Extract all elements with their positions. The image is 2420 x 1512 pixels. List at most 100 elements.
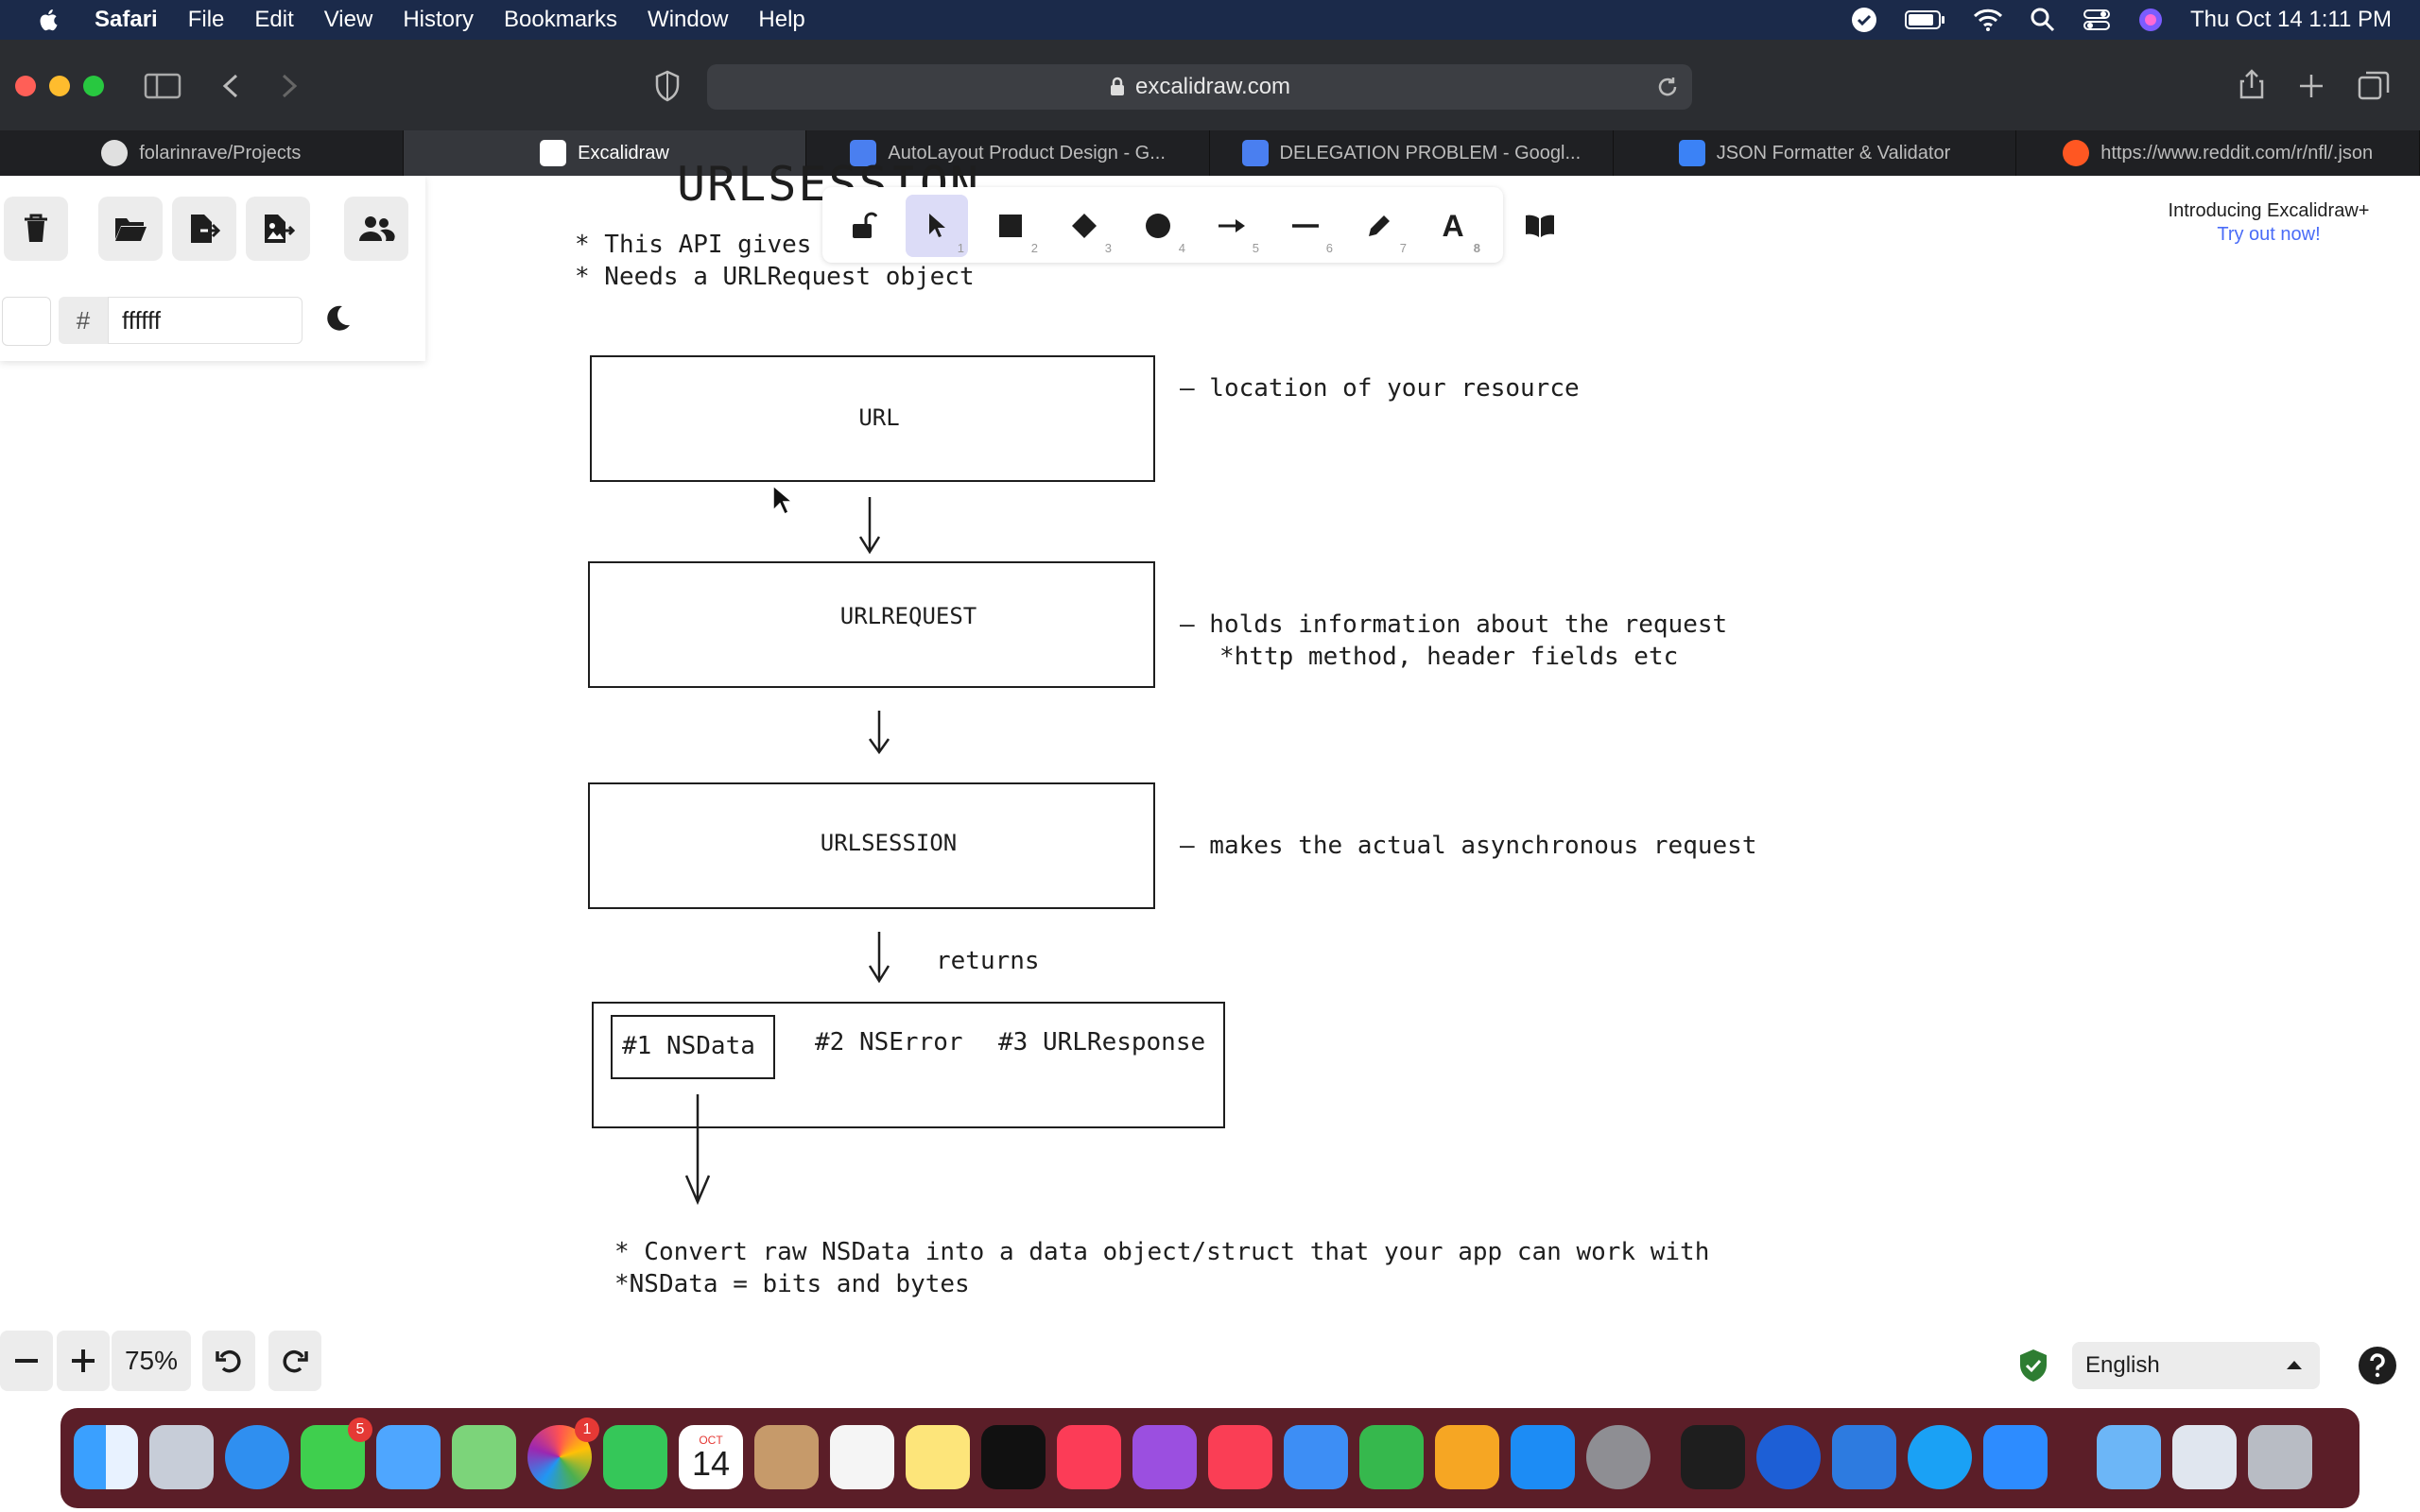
contacts-icon[interactable] (754, 1425, 819, 1489)
arrow-down-icon[interactable] (862, 709, 896, 756)
tool-draw[interactable]: 7 (1348, 195, 1410, 257)
tool-selection[interactable]: 1 (906, 195, 968, 257)
background-color-swatch[interactable] (2, 297, 51, 346)
reload-icon[interactable] (1656, 76, 1679, 98)
redo-button[interactable] (268, 1331, 321, 1391)
control-center-icon[interactable] (2083, 7, 2111, 33)
menu-help[interactable]: Help (758, 7, 805, 32)
calendar-icon[interactable]: OCT 14 (679, 1425, 743, 1489)
menu-history[interactable]: History (403, 7, 474, 32)
numbers-icon[interactable] (1359, 1425, 1424, 1489)
tab-excalidraw[interactable]: Excalidraw (403, 130, 807, 176)
siri-icon[interactable] (2137, 7, 2164, 33)
zoom-reset-button[interactable]: 75% (112, 1331, 191, 1391)
tab-github[interactable]: folarinrave/Projects (0, 130, 404, 176)
sidebar-toggle-icon[interactable] (144, 72, 182, 100)
window-close-button[interactable] (15, 76, 36, 96)
privacy-shield-icon[interactable] (654, 70, 681, 102)
news-icon[interactable] (1208, 1425, 1272, 1489)
tab-reddit[interactable]: https://www.reddit.com/r/nfl/.json (2016, 130, 2420, 176)
tab-json-formatter[interactable]: JSON Formatter & Validator (1614, 130, 2017, 176)
promo-link[interactable]: Try out now! (2217, 224, 2321, 245)
nsdata-box[interactable] (611, 1015, 775, 1079)
address-bar[interactable]: excalidraw.com (707, 64, 1692, 110)
apple-tv-icon[interactable] (981, 1425, 1046, 1489)
menu-window[interactable]: Window (648, 7, 729, 32)
urlsession-box[interactable] (588, 782, 1155, 909)
music-icon[interactable] (1057, 1425, 1121, 1489)
system-preferences-icon[interactable] (1586, 1425, 1651, 1489)
encryption-shield-icon[interactable] (2017, 1348, 2049, 1383)
urlrequest-box[interactable] (588, 561, 1155, 688)
tab-overview-icon[interactable] (2358, 70, 2390, 100)
facetime-icon[interactable] (603, 1425, 667, 1489)
pages-icon[interactable] (1435, 1425, 1499, 1489)
xcode-icon[interactable] (1832, 1425, 1896, 1489)
spotlight-search-icon[interactable] (2030, 7, 2056, 33)
zoom-out-button[interactable] (0, 1331, 53, 1391)
menu-app-name[interactable]: Safari (95, 7, 158, 32)
photos-icon[interactable]: 1 (527, 1418, 599, 1489)
menu-file[interactable]: File (187, 7, 225, 32)
skype-icon[interactable] (1908, 1425, 1972, 1489)
tool-rectangle[interactable]: 2 (979, 195, 1042, 257)
wifi-icon[interactable] (1973, 8, 2003, 32)
new-tab-icon[interactable] (2297, 72, 2325, 100)
results-box[interactable] (592, 1002, 1225, 1128)
safari-icon[interactable] (225, 1425, 289, 1489)
arrow-down-icon[interactable] (853, 495, 887, 556)
recent-document-icon[interactable] (2172, 1425, 2237, 1489)
reminders-icon[interactable] (830, 1425, 894, 1489)
menu-view[interactable]: View (323, 7, 373, 32)
back-arrow-icon[interactable] (219, 72, 242, 100)
notes-icon[interactable] (906, 1425, 970, 1489)
tool-library[interactable] (1509, 195, 1571, 257)
trash-can-icon[interactable] (2248, 1425, 2312, 1489)
launchpad-icon[interactable] (149, 1425, 214, 1489)
live-collaboration-button[interactable] (344, 197, 408, 261)
export-image-button[interactable] (246, 197, 310, 261)
clear-canvas-button[interactable] (4, 197, 68, 261)
forward-arrow-icon[interactable] (278, 72, 301, 100)
mail-icon[interactable] (376, 1425, 441, 1489)
menu-edit[interactable]: Edit (254, 7, 294, 32)
maps-icon[interactable] (452, 1425, 516, 1489)
help-icon[interactable] (2358, 1346, 2397, 1385)
keynote-icon[interactable] (1284, 1425, 1348, 1489)
apple-icon[interactable] (36, 7, 62, 33)
background-color-input[interactable]: ffffff (108, 297, 302, 344)
podcasts-icon[interactable] (1132, 1425, 1197, 1489)
tool-lock[interactable] (832, 195, 894, 257)
zoom-in-button[interactable] (57, 1331, 110, 1391)
terminal-icon[interactable] (1681, 1425, 1745, 1489)
task-check-icon[interactable] (1850, 6, 1878, 34)
tool-line[interactable]: 6 (1274, 195, 1337, 257)
share-icon[interactable] (2238, 68, 2265, 100)
tool-ellipse[interactable]: 4 (1127, 195, 1189, 257)
drawing-canvas[interactable] (0, 176, 2420, 1404)
menu-bookmarks[interactable]: Bookmarks (504, 7, 618, 32)
menu-clock[interactable]: Thu Oct 14 1:11 PM (2190, 7, 2392, 32)
zoom-app-icon[interactable] (1983, 1425, 2048, 1489)
downloads-folder-icon[interactable] (2097, 1425, 2161, 1489)
maps-pin-app-icon[interactable] (1756, 1425, 1821, 1489)
save-file-button[interactable] (172, 197, 236, 261)
messages-icon[interactable]: 5 (301, 1418, 372, 1489)
tab-autolayout-doc[interactable]: AutoLayout Product Design - G... (806, 130, 1211, 176)
url-box[interactable] (590, 355, 1155, 482)
battery-icon[interactable] (1905, 9, 1946, 31)
tab-delegation-doc[interactable]: DELEGATION PROBLEM - Googl... (1210, 130, 1614, 176)
tool-arrow[interactable]: 5 (1201, 195, 1263, 257)
finder-icon[interactable] (74, 1425, 138, 1489)
window-zoom-button[interactable] (83, 76, 104, 96)
arrow-down-icon[interactable] (862, 930, 896, 985)
dark-mode-moon-icon[interactable] (321, 302, 354, 335)
language-select[interactable]: English (2072, 1342, 2320, 1389)
open-file-button[interactable] (98, 197, 163, 261)
undo-button[interactable] (202, 1331, 255, 1391)
arrow-down-icon[interactable] (679, 1092, 717, 1206)
app-store-icon[interactable] (1511, 1425, 1575, 1489)
tool-diamond[interactable]: 3 (1053, 195, 1115, 257)
window-minimize-button[interactable] (49, 76, 70, 96)
